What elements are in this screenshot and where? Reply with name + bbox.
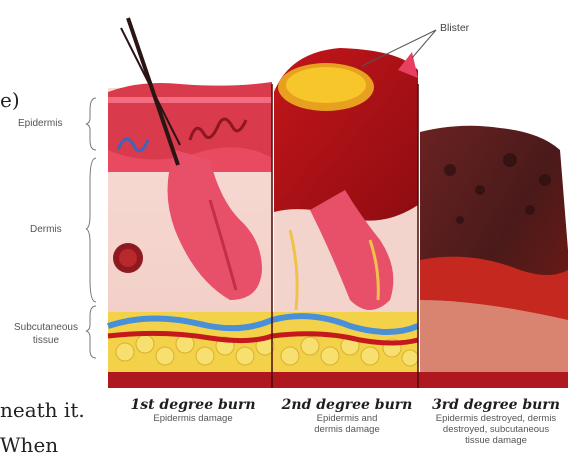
caption-title: 2nd degree burn (272, 397, 422, 413)
caption-desc: Epidermis damage (118, 413, 268, 424)
caption-title: 3rd degree burn (424, 397, 568, 413)
panel-third-degree (420, 126, 568, 380)
clipped-text-paren: e) (0, 88, 20, 112)
label-dermis: Dermis (30, 224, 62, 235)
label-subcutaneous-line2: tissue (14, 334, 78, 347)
label-epidermis: Epidermis (18, 118, 62, 129)
clipped-text-when: When (0, 433, 58, 457)
label-subcutaneous: Subcutaneous tissue (14, 321, 78, 347)
caption-title: 1st degree burn (118, 397, 268, 413)
layer-brackets (86, 98, 96, 358)
label-subcutaneous-line1: Subcutaneous (14, 321, 78, 334)
clipped-text-sheath: neath it. (0, 398, 85, 422)
label-blister: Blister (440, 22, 469, 34)
caption-first-degree: 1st degree burn Epidermis damage (118, 397, 268, 424)
caption-third-degree: 3rd degree burn Epidermis destroyed, der… (424, 397, 568, 446)
